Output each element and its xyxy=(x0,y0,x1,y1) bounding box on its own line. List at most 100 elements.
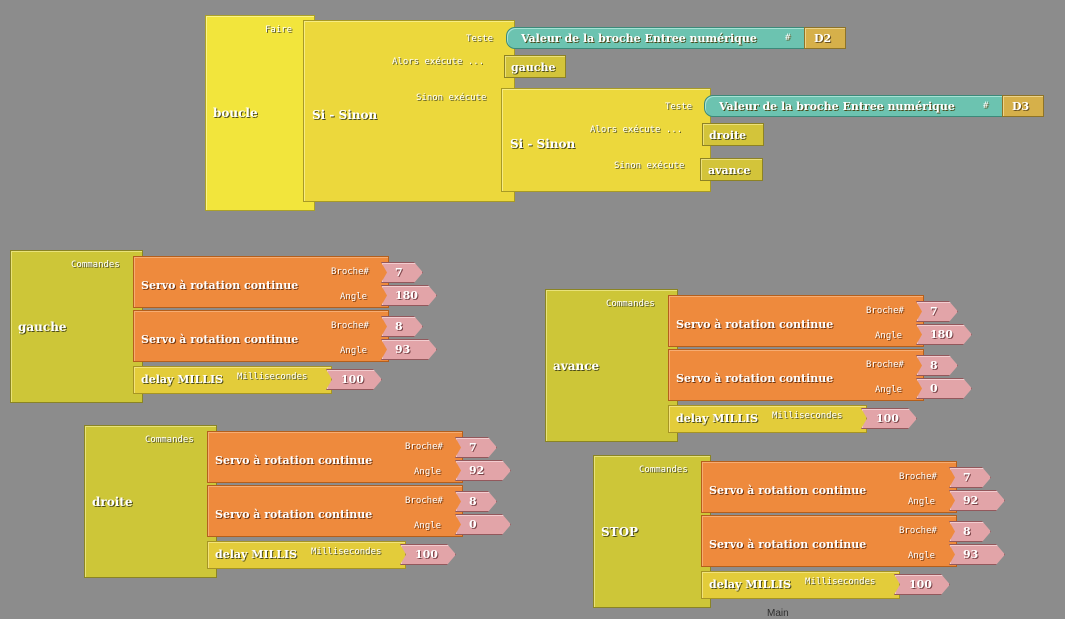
servo-pin-value: 7 xyxy=(469,441,477,454)
call-gauche-label: gauche xyxy=(511,61,556,74)
procedure-name: avance xyxy=(553,359,600,373)
servo-label: Servo à rotation continue xyxy=(141,279,299,292)
servo-pin-label: Broche# xyxy=(899,526,937,536)
servo-label: Servo à rotation continue xyxy=(215,508,373,521)
servo-label: Servo à rotation continue xyxy=(709,484,867,497)
delay-block[interactable] xyxy=(207,541,406,569)
delay-ms-label: Millisecondes xyxy=(311,547,382,557)
if-else-title-2: Si - Sinon xyxy=(510,137,576,151)
digital-read-hash-2: # xyxy=(983,101,989,111)
digital-read-text-1: Valeur de la broche Entree numérique xyxy=(521,32,757,45)
digital-read-hash-1: # xyxy=(785,33,791,43)
servo-angle-value: 0 xyxy=(469,518,477,531)
servo-pin-value: 8 xyxy=(395,320,403,333)
servo-pin-value: 7 xyxy=(963,471,971,484)
if-else-block-1[interactable] xyxy=(303,20,515,202)
pin-value-1: D2 xyxy=(814,32,832,45)
then-label-2: Alors exécute ... xyxy=(590,125,683,135)
procedure-body-label: Commandes xyxy=(639,465,688,475)
servo-angle-number[interactable] xyxy=(455,514,511,535)
servo-pin-label: Broche# xyxy=(866,360,904,370)
servo-block[interactable] xyxy=(133,256,389,308)
footer-label: Main xyxy=(767,608,789,619)
delay-label: delay MILLIS xyxy=(215,548,298,561)
servo-pin-value: 8 xyxy=(469,495,477,508)
procedure-block-stop[interactable] xyxy=(593,455,711,608)
delay-ms-value: 100 xyxy=(909,578,932,591)
delay-label: delay MILLIS xyxy=(141,373,224,386)
servo-angle-number[interactable] xyxy=(916,378,972,399)
delay-ms-value: 100 xyxy=(876,412,899,425)
servo-angle-label: Angle xyxy=(414,467,442,477)
servo-label: Servo à rotation continue xyxy=(709,538,867,551)
delay-block[interactable] xyxy=(668,405,867,433)
servo-label: Servo à rotation continue xyxy=(676,318,834,331)
procedure-name: STOP xyxy=(601,525,639,539)
call-droite-block[interactable] xyxy=(702,123,764,146)
call-avance-label: avance xyxy=(708,164,751,177)
call-gauche-block[interactable] xyxy=(504,55,566,78)
delay-ms-value: 100 xyxy=(341,373,364,386)
procedure-name: gauche xyxy=(18,320,67,334)
delay-label: delay MILLIS xyxy=(709,578,792,591)
servo-angle-label: Angle xyxy=(340,346,368,356)
procedure-block-avance[interactable] xyxy=(545,289,678,442)
delay-ms-label: Millisecondes xyxy=(805,577,876,587)
servo-pin-value: 7 xyxy=(930,305,938,318)
servo-angle-label: Angle xyxy=(414,521,442,531)
function-block-boucle[interactable] xyxy=(205,15,315,211)
servo-block[interactable] xyxy=(668,295,924,347)
servo-angle-value: 92 xyxy=(963,494,979,507)
call-droite-label: droite xyxy=(709,129,747,142)
servo-angle-value: 93 xyxy=(395,343,411,356)
call-avance-block[interactable] xyxy=(700,158,763,181)
servo-angle-label: Angle xyxy=(875,331,903,341)
procedure-block-gauche[interactable] xyxy=(10,250,143,403)
servo-angle-label: Angle xyxy=(340,292,368,302)
servo-angle-label: Angle xyxy=(908,497,936,507)
pin-block-2[interactable] xyxy=(1002,95,1044,117)
then-label-1: Alors exécute ... xyxy=(392,57,485,67)
pin-value-2: D3 xyxy=(1012,100,1030,113)
servo-block[interactable] xyxy=(207,431,463,483)
servo-label: Servo à rotation continue xyxy=(676,372,834,385)
procedure-name: droite xyxy=(92,495,133,509)
servo-label: Servo à rotation continue xyxy=(215,454,373,467)
delay-ms-label: Millisecondes xyxy=(772,411,843,421)
test-label-1: Teste xyxy=(466,34,494,44)
function-name: boucle xyxy=(213,106,258,120)
servo-block[interactable] xyxy=(701,461,957,513)
procedure-block-droite[interactable] xyxy=(84,425,217,578)
servo-label: Servo à rotation continue xyxy=(141,333,299,346)
if-else-title-1: Si - Sinon xyxy=(312,108,378,122)
servo-angle-value: 180 xyxy=(930,328,953,341)
servo-block[interactable] xyxy=(133,310,389,362)
servo-pin-label: Broche# xyxy=(866,306,904,316)
procedure-body-label: Commandes xyxy=(145,435,194,445)
servo-pin-label: Broche# xyxy=(331,267,369,277)
test-label-2: Teste xyxy=(665,102,693,112)
servo-angle-label: Angle xyxy=(875,385,903,395)
else-label-1: Sinon exécute xyxy=(416,93,487,103)
servo-block[interactable] xyxy=(701,515,957,567)
else-label-2: Sinon exécute xyxy=(614,161,685,171)
servo-angle-value: 93 xyxy=(963,548,979,561)
delay-block[interactable] xyxy=(133,366,332,394)
delay-label: delay MILLIS xyxy=(676,412,759,425)
if-else-block-2[interactable] xyxy=(501,88,711,192)
servo-block[interactable] xyxy=(668,349,924,401)
servo-angle-label: Angle xyxy=(908,551,936,561)
servo-angle-value: 0 xyxy=(930,382,938,395)
delay-ms-value: 100 xyxy=(415,548,438,561)
delay-block[interactable] xyxy=(701,571,900,599)
servo-block[interactable] xyxy=(207,485,463,537)
servo-angle-value: 92 xyxy=(469,464,485,477)
pin-block-1[interactable] xyxy=(804,27,846,49)
servo-pin-label: Broche# xyxy=(331,321,369,331)
servo-angle-value: 180 xyxy=(395,289,418,302)
procedure-body-label: Commandes xyxy=(71,260,120,270)
servo-pin-value: 8 xyxy=(930,359,938,372)
servo-pin-value: 7 xyxy=(395,266,403,279)
procedure-body-label: Commandes xyxy=(606,299,655,309)
function-body-label: Faire xyxy=(265,25,293,35)
